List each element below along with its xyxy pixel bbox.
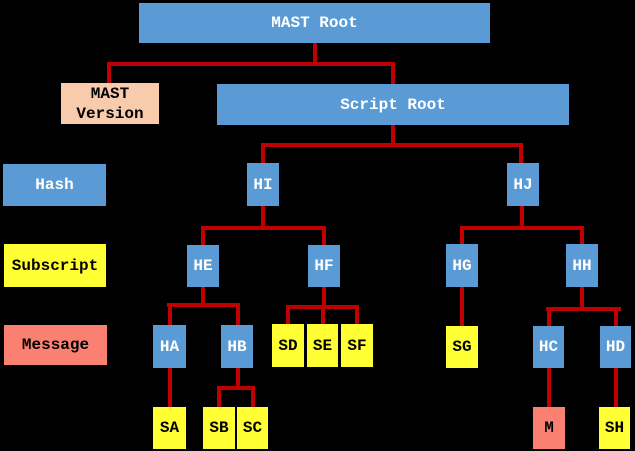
- node-sh: SH: [599, 407, 630, 449]
- connector-line: [261, 206, 265, 230]
- legend-hash: Hash: [3, 164, 106, 206]
- connector-line: [613, 307, 618, 326]
- connector-line: [546, 307, 621, 311]
- node-mast-root: MAST Root: [139, 3, 490, 43]
- connector-line: [201, 226, 326, 230]
- node-hh: HH: [566, 244, 598, 287]
- connector-line: [167, 303, 172, 325]
- connector-line: [320, 305, 325, 324]
- node-he: HE: [187, 245, 219, 287]
- node-sd: SD: [272, 324, 304, 367]
- connector-line: [460, 226, 464, 244]
- node-mast-version: MAST Version: [61, 83, 159, 124]
- node-sf: SF: [341, 324, 373, 367]
- connector-line: [261, 143, 265, 163]
- node-script-root: Script Root: [217, 84, 569, 125]
- node-hg: HG: [446, 244, 478, 287]
- node-hi: HI: [247, 163, 279, 206]
- connector-line: [312, 43, 317, 66]
- connector-line: [251, 386, 255, 407]
- node-hc: HC: [533, 326, 564, 368]
- connector-line: [217, 386, 255, 390]
- connector-line: [261, 143, 523, 147]
- connector-line: [235, 303, 240, 325]
- node-se: SE: [307, 324, 338, 367]
- connector-line: [235, 368, 240, 390]
- connector-line: [355, 305, 359, 324]
- connector-line: [322, 287, 326, 309]
- node-hf: HF: [308, 245, 340, 287]
- connector-line: [580, 287, 584, 311]
- legend-subscript: Subscript: [4, 244, 106, 287]
- connector-line: [201, 226, 205, 245]
- node-ha: HA: [153, 325, 186, 368]
- connector-line: [167, 303, 240, 307]
- connector-line: [390, 62, 395, 84]
- connector-line: [390, 125, 395, 147]
- connector-line: [546, 307, 551, 326]
- node-sa: SA: [153, 407, 186, 449]
- node-m: M: [533, 407, 565, 449]
- connector-line: [613, 368, 618, 407]
- connector-line: [460, 226, 584, 230]
- connector-line: [217, 386, 221, 407]
- node-sg: SG: [446, 326, 478, 368]
- connector-line: [322, 226, 326, 245]
- node-hd: HD: [600, 326, 631, 368]
- connector-line: [286, 305, 290, 324]
- node-sc: SC: [237, 407, 268, 449]
- connector-line: [460, 287, 464, 326]
- node-hj: HJ: [507, 163, 539, 206]
- connector-line: [201, 287, 205, 307]
- connector-line: [107, 62, 111, 83]
- connector-line: [580, 226, 584, 244]
- connector-line: [107, 62, 395, 66]
- legend-message: Message: [4, 325, 107, 365]
- node-hb: HB: [221, 325, 253, 368]
- connector-line: [520, 206, 524, 230]
- connector-line: [167, 368, 172, 407]
- connector-line: [547, 368, 551, 407]
- node-sb: SB: [203, 407, 235, 449]
- connector-line: [519, 143, 523, 163]
